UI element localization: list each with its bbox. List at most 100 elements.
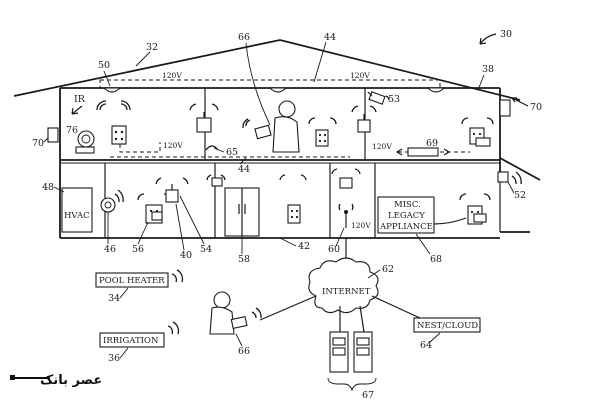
- legacy-appliance-line1: MISC.: [394, 200, 421, 210]
- upper-right-room: 120V: [351, 91, 494, 157]
- hvac-label: HVAC: [64, 211, 90, 221]
- ref-44-mid: 44: [238, 164, 250, 175]
- ref-68: 68: [430, 254, 442, 265]
- internet-cloud: [308, 257, 379, 314]
- watermark-dot: [10, 375, 15, 380]
- ir-arrow: [71, 105, 83, 115]
- ref-76: 76: [66, 125, 78, 136]
- ref-66-top: 66: [238, 32, 250, 43]
- pool-heater-box: [95, 272, 169, 288]
- ref-60: 60: [328, 244, 340, 255]
- pendant-light: [196, 117, 212, 133]
- plug-box-upper-right: [475, 137, 491, 147]
- irrigation-label: IRRIGATION: [103, 336, 159, 346]
- ref-38: 38: [482, 64, 494, 75]
- ref-52: 52: [514, 190, 526, 201]
- ref-40: 40: [180, 250, 192, 261]
- ref-48: 48: [42, 182, 54, 193]
- internet-to-cloud-link: [371, 295, 421, 319]
- ref-42: 42: [298, 241, 310, 252]
- irrigation-box: [99, 332, 165, 348]
- ref-44-top: 44: [324, 32, 336, 43]
- voltage-label-attic-left: 120V: [162, 71, 182, 80]
- thermostat-dial: [81, 134, 91, 144]
- ref-46: 46: [104, 244, 116, 255]
- person-body: [272, 116, 300, 153]
- ref-32: 32: [146, 42, 158, 53]
- plug-box-lower-1: [151, 211, 163, 221]
- upper-left-room: IR 120V: [71, 94, 183, 154]
- ref-50: 50: [98, 60, 110, 71]
- circuit-69-arrow-right: [443, 148, 451, 156]
- lower-floor-devices: HVAC 120V MISC.: [61, 168, 522, 237]
- watermark-logo: عصر بانک: [10, 373, 102, 388]
- nest-cloud-label: NEST/CLOUD: [417, 321, 478, 331]
- remote-user-head: [213, 291, 231, 309]
- ref-36: 36: [108, 353, 120, 364]
- ceiling-light-2: [268, 87, 288, 93]
- left-exterior-device: [47, 127, 59, 143]
- ref-67: 67: [362, 390, 374, 400]
- voltage-label-router: 120V: [351, 221, 371, 230]
- servers-brace: [327, 377, 377, 392]
- ceiling-light-3: [426, 87, 446, 93]
- pendant-light-lower: [165, 189, 179, 203]
- ref-54: 54: [200, 244, 212, 255]
- legacy-appliance-line3: APPLIANCE: [379, 222, 433, 232]
- ir-label: IR: [74, 94, 86, 105]
- remote-tablet: [230, 315, 248, 329]
- upper-middle-room: [189, 100, 337, 153]
- ceiling-lights: [102, 87, 446, 93]
- wall-outlet-upper-left: [111, 125, 127, 145]
- pendant-light-right: [357, 119, 371, 133]
- wall-outlet-lower-2: [287, 204, 301, 224]
- attic-dashed-circuit: [99, 79, 441, 89]
- dashed-circuit-upper-left: [119, 142, 161, 153]
- plug-box-lower-3: [473, 213, 487, 223]
- thermostat-icon: [77, 130, 95, 148]
- appliance-plug-cord: [433, 217, 467, 225]
- hvac-unit: [61, 187, 93, 233]
- porch-light: [497, 171, 509, 183]
- right-exterior-device: [499, 99, 511, 117]
- ceiling-device-lower: [211, 177, 223, 187]
- ref-30: 30: [500, 29, 512, 40]
- roof: [13, 39, 521, 101]
- reference-numerals: 30 32 44 66 50 38 70 70 76 53 65 69 44 4…: [32, 29, 542, 400]
- thermostat-base: [75, 146, 95, 154]
- ref-56: 56: [132, 244, 144, 255]
- ref-53: 53: [388, 94, 400, 105]
- legacy-appliance-line2: LEGACY: [388, 211, 425, 221]
- internet-label: INTERNET: [322, 287, 371, 297]
- switch-indicator: [205, 145, 219, 151]
- voltage-label-attic-right: 120V: [350, 71, 370, 80]
- voltage-label-upper-left: 120V: [163, 141, 183, 150]
- security-camera: [368, 91, 386, 105]
- ref-69: 69: [426, 138, 438, 149]
- ref-70-left: 70: [32, 138, 44, 149]
- ref-62: 62: [382, 264, 394, 275]
- nest-cloud-box: [413, 317, 481, 333]
- internet-to-servers-link-2: [359, 305, 365, 333]
- hvac-thermostat: [100, 197, 116, 213]
- legacy-appliance-box: [377, 196, 435, 234]
- pool-heater-label: POOL HEATER: [99, 276, 165, 286]
- watermark-text: عصر بانک: [40, 373, 102, 388]
- ceiling-light-1: [102, 87, 122, 93]
- ref-66-bottom: 66: [238, 346, 250, 357]
- ref-58: 58: [238, 254, 250, 265]
- upper-wiring: 120V 120V: [99, 71, 441, 89]
- internet-to-tablet-link: [259, 295, 317, 321]
- remote-user-body: [209, 306, 235, 335]
- person-head: [278, 100, 296, 118]
- right-porch-overhang: [499, 157, 541, 181]
- ref-70-right: 70: [530, 102, 542, 113]
- wall-outlet-upper-middle: [315, 129, 329, 147]
- smoke-detector: [339, 177, 353, 189]
- ref-34: 34: [108, 293, 120, 304]
- voltage-label-upper-right: 120V: [372, 142, 392, 151]
- network-area: INTERNET NEST/CLOUD POOL HEATER IRRIGATI…: [95, 238, 481, 392]
- circuit-69-device: [407, 147, 439, 157]
- tablet-device: [254, 124, 272, 140]
